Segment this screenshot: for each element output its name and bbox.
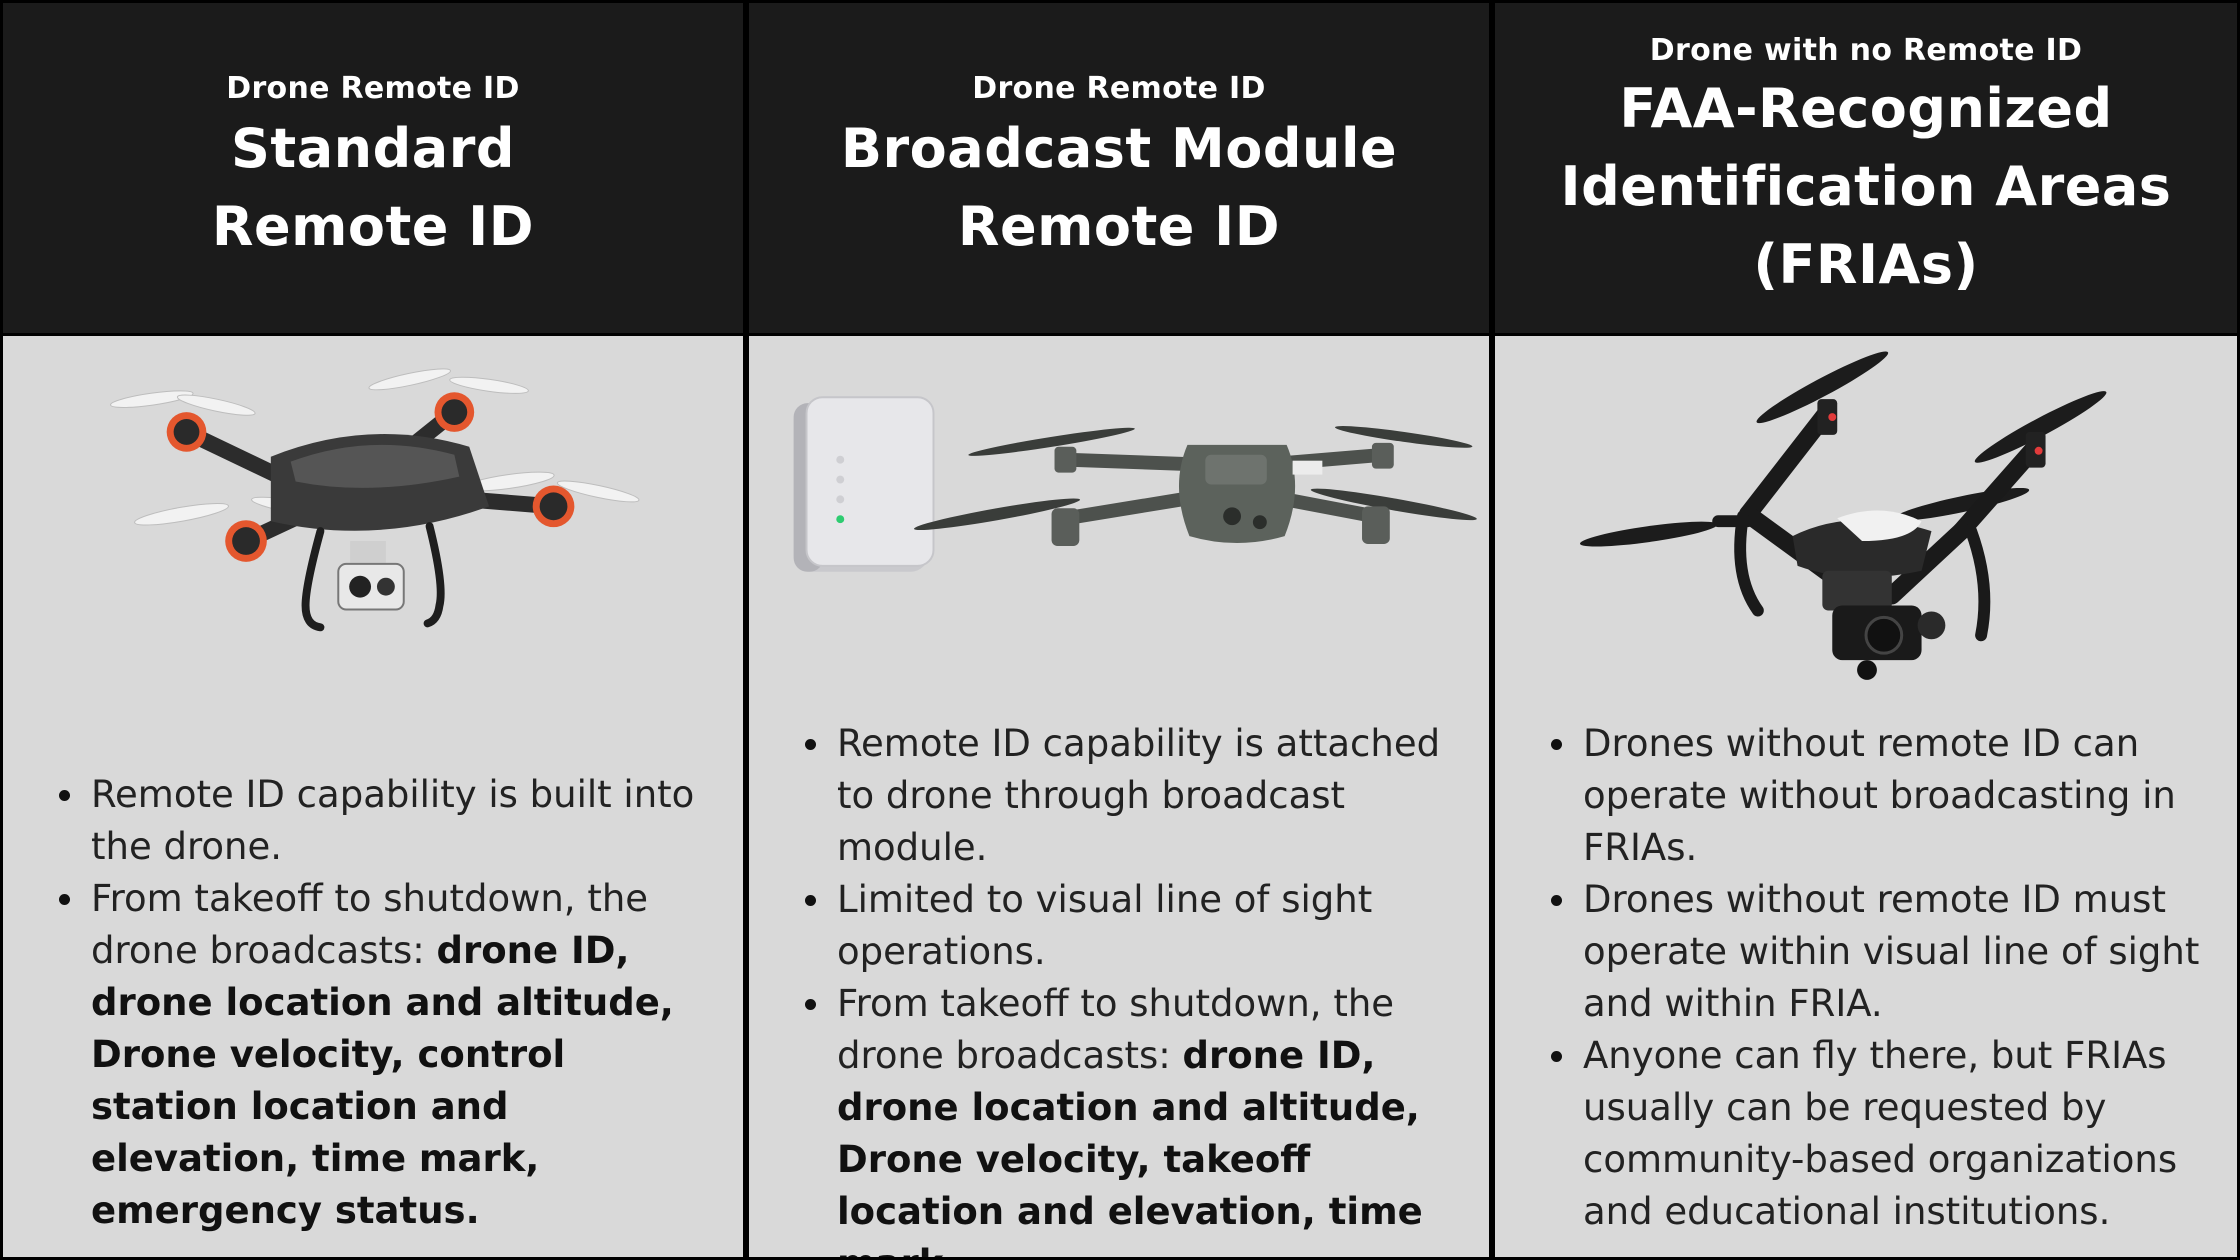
- feature-list: Drones without remote ID can operate wit…: [1545, 718, 2217, 1238]
- list-item: Drones without remote ID can operate wit…: [1545, 718, 2217, 874]
- professional-cinema-drone-icon: [1579, 351, 2107, 680]
- body-standard-remote-id: Remote ID capability is built into the d…: [0, 333, 746, 1260]
- list-item: From takeoff to shutdown, the drone broa…: [53, 873, 723, 1237]
- header-subtitle: Drone Remote ID: [972, 70, 1266, 106]
- header-title-line: FAA-Recognized: [1619, 76, 2113, 140]
- header-title-line: Remote ID: [957, 194, 1281, 258]
- feature-list: Remote ID capability is built into the d…: [53, 769, 723, 1237]
- broadcast-module-and-foldable-drone-icon: [793, 396, 1477, 572]
- foldable-drone-icon: [913, 426, 1477, 546]
- list-item: Drones without remote ID must operate wi…: [1545, 874, 2217, 1030]
- header-title-line: Identification Areas: [1560, 154, 2172, 218]
- header-title-line: Broadcast Module: [840, 116, 1398, 180]
- body-frias: Drones without remote ID can operate wit…: [1492, 333, 2240, 1260]
- header-subtitle: Drone Remote ID: [226, 70, 520, 106]
- list-item: Remote ID capability is attached to dron…: [799, 718, 1469, 874]
- quadcopter-camera-drone-icon: [110, 368, 640, 632]
- list-item: From takeoff to shutdown, the drone broa…: [799, 978, 1469, 1257]
- header-frias: Drone with no Remote ID FAA-Recognized I…: [1492, 0, 2240, 333]
- header-subtitle: Drone with no Remote ID: [1649, 32, 2083, 68]
- list-item: Limited to visual line of sight operatio…: [799, 874, 1469, 978]
- body-broadcast-module-remote-id: Remote ID capability is attached to dron…: [746, 333, 1492, 1260]
- header-standard-remote-id: Drone Remote ID Standard Remote ID: [0, 0, 746, 333]
- list-item: Remote ID capability is built into the d…: [53, 769, 723, 873]
- header-title-line: Remote ID: [211, 194, 535, 258]
- header-title-line: Standard: [231, 116, 515, 180]
- header-title-line: (FRIAs): [1753, 232, 1979, 296]
- header-broadcast-module-remote-id: Drone Remote ID Broadcast Module Remote …: [746, 0, 1492, 333]
- list-item: Anyone can fly there, but FRIAs usually …: [1545, 1030, 2217, 1238]
- feature-list: Remote ID capability is attached to dron…: [799, 718, 1469, 1257]
- broadcast-module-icon: [793, 396, 935, 572]
